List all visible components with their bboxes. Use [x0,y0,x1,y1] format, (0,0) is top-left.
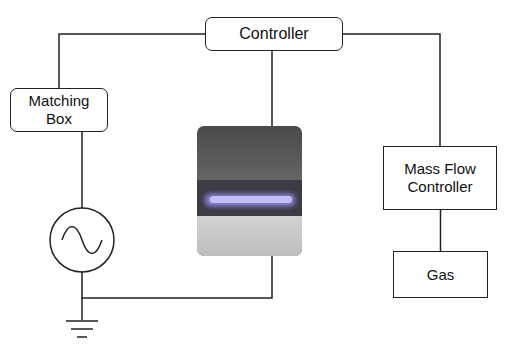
ground-return-wire [82,256,272,298]
box-label: Controller [239,24,308,43]
ground-line [71,328,93,330]
box-label: Gas [427,266,455,284]
wires [82,51,272,320]
plasma-core [210,196,292,203]
box-label: Matching Box [17,92,101,128]
ground-wire [81,298,83,320]
chamber-bottom [197,216,302,256]
connector-wire [59,34,205,88]
controller-chamber-wire [271,51,273,126]
process-box: Mass Flow Controller [383,146,497,210]
connector-wire [343,34,440,146]
process-box: Gas [393,251,488,298]
matching-source-wire [81,130,83,208]
ground-line [77,336,87,338]
chamber-top [197,126,302,256]
sine-wave [62,227,102,254]
ground-symbol [66,321,98,337]
connector-wire [440,210,442,251]
source-circle [50,208,114,272]
process-box: Matching Box [10,88,108,132]
box-label: Mass Flow Controller [390,160,490,196]
chamber-gap [197,180,302,218]
plasma-chamber [197,126,302,256]
ground-line [66,320,98,322]
process-box: Controller [205,17,343,51]
plasma-glow [205,194,295,206]
ac-source-symbol [50,208,114,272]
